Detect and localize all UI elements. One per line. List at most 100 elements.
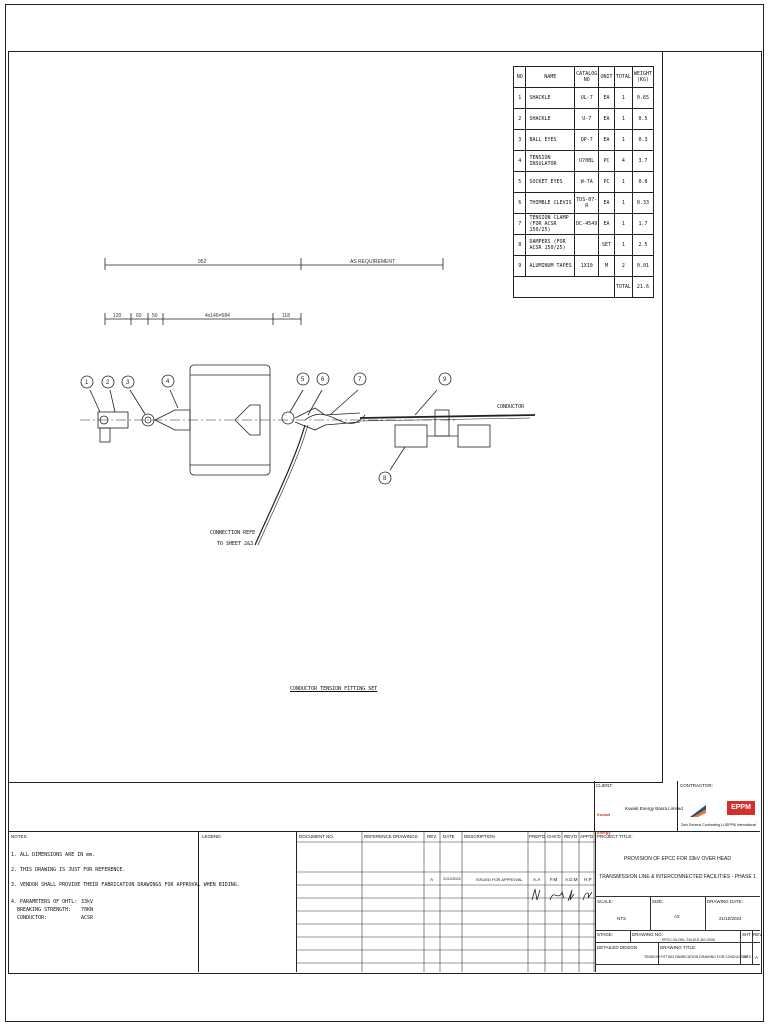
bom-cell-total: 2 — [613, 255, 633, 277]
signature-revd — [567, 889, 575, 902]
bom-cell-catalog: DC-4549 — [574, 213, 600, 235]
bom-cell-catalog: U70BL — [574, 150, 600, 172]
notes-label: NOTES: — [11, 834, 28, 839]
bom-cell-unit: EA — [598, 213, 615, 235]
project-block — [595, 831, 761, 972]
bom-cell-catalog: QP-7 — [574, 129, 600, 151]
bom-cell-name: THIMBLE CLEVIS — [525, 192, 576, 214]
balloon-3-label: 3 — [126, 380, 130, 386]
note-2: 2. THIS DRAWING IS JUST FOR REFERENCE. — [11, 867, 126, 873]
bom-cell-no: 5 — [512, 171, 527, 193]
bom-header-name: NAME — [525, 66, 576, 88]
dim-60: 60 — [136, 313, 142, 319]
rev-header-revd: REV'D — [564, 834, 578, 839]
rev-header-rev: REV. — [427, 834, 438, 839]
bom-cell-catalog: TDS-07-R — [574, 192, 600, 214]
contractor-name-1: Zain General Contracting LLC — [681, 823, 728, 827]
bom-cell-total: 1 — [613, 129, 633, 151]
size-value: A3 — [674, 914, 680, 919]
sht-label: SHT — [742, 932, 751, 937]
date-divider — [705, 896, 706, 930]
bom-cell-total: 4 — [613, 150, 633, 172]
balloon-8: 8 — [378, 471, 392, 485]
param-breaking-value: 70KN — [81, 907, 94, 913]
rev-header-desc: DESCRIPTION — [464, 834, 495, 839]
dim-as-requirement: AS REQUIREMENT — [350, 259, 395, 265]
connection-note-line1: CONNECTION REFE — [210, 530, 256, 536]
rev-row-rev: A — [430, 877, 434, 882]
sht-value: 1OF3 — [742, 955, 751, 959]
fitting-drawing: 952 AS REQUIREMENT 120 60 50 4x146=584 1… — [80, 258, 536, 546]
bom-header-unit: UNIT — [598, 66, 615, 88]
conductor-label: CONDUCTOR — [497, 404, 525, 410]
balloon-3: 3 — [121, 375, 135, 389]
sht-divider — [740, 930, 741, 964]
balloon-7: 7 — [353, 372, 367, 386]
signature-prepd — [531, 888, 541, 901]
rev-header-docno: DOCUMENT NO. — [299, 834, 335, 839]
param-conductor-value: ACSR — [81, 915, 94, 921]
balloon-1: 1 — [80, 375, 94, 389]
titleblock-divider — [8, 831, 760, 832]
rev-header-prepd: PREP'D — [529, 834, 546, 839]
design-label: DETAILED DESIGN — [597, 945, 638, 950]
dwgno-divider — [630, 930, 631, 942]
rev-row-chkd: F.M — [550, 877, 558, 882]
balloon-5: 5 — [296, 372, 310, 386]
bom-cell-weight: 0.5 — [631, 108, 655, 130]
contractor-divider — [677, 781, 678, 831]
dwgno-label: DRAWING NO: — [632, 932, 663, 937]
size-label: SIZE: — [652, 899, 664, 904]
rev-row-revd: A.D.M — [565, 877, 578, 882]
rev-row-date: 21/10/2024 — [443, 877, 461, 881]
balloon-1-label: 1 — [85, 380, 89, 386]
bom-cell-catalog: W-7A — [574, 171, 600, 193]
bom-cell-unit: EA — [598, 129, 615, 151]
page-border — [5, 4, 764, 1022]
bom-cell-weight: 0.3 — [631, 129, 655, 151]
stage-label: STAGE: — [597, 932, 614, 937]
dtitle-label: DRAWING TITLE: — [660, 945, 697, 950]
balloon-9-label: 9 — [443, 377, 447, 383]
bom-cell-unit: PC — [598, 171, 615, 193]
bom-cell-no: 7 — [512, 213, 527, 235]
project-title-row — [595, 942, 760, 943]
project-bottom-row — [595, 964, 760, 965]
rev-label: REV — [753, 932, 763, 937]
rev-header-appd: APP'D — [580, 834, 594, 839]
bom-cell-unit: EA — [598, 192, 615, 214]
bom-cell-unit: PC — [598, 150, 615, 172]
rev-header-date: DATE — [443, 834, 455, 839]
rev-header-chkd: CHK'D — [547, 834, 561, 839]
bom-cell-unit: EA — [598, 87, 615, 109]
bom-cell-no: 1 — [512, 87, 527, 109]
project-scale-row — [595, 896, 760, 897]
project-title-line2: TRANSMISSION LINE & INTERCONNECTED FACIL… — [599, 874, 756, 880]
bom-header-weight: WEIGHT (KG) — [631, 66, 655, 88]
scale-value: NTS — [617, 916, 626, 921]
drawing-area — [8, 51, 663, 783]
balloon-2-label: 2 — [106, 380, 110, 386]
legend-doc-divider — [296, 831, 297, 972]
bom-header-catalog: CATALOG NO — [574, 66, 600, 88]
client-logo-text: Kuwait Energy — [597, 812, 611, 835]
client-name: Kuwait Energy Basra Limited — [625, 806, 683, 811]
eppm-logo-text: EPPM — [731, 804, 751, 811]
bom-cell-total: 1 — [613, 87, 633, 109]
bom-cell-name: TENSION INSULATOR — [525, 150, 576, 172]
bom-cell-weight: 2.5 — [631, 234, 655, 256]
balloon-7-label: 7 — [358, 377, 362, 383]
bom-total-label: TOTAL — [613, 276, 633, 298]
bom-cell-name: TENSION CLAMP (FOR ACSR 150/25) — [525, 213, 576, 235]
bom-cell-weight: 1.7 — [631, 213, 655, 235]
bom-header-row: NO NAME CATALOG NO UNIT TOTAL WEIGHT (KG… — [512, 66, 655, 88]
bom-cell-total: 1 — [613, 213, 633, 235]
dwgno-value: EPCC-33-OHL-TW-ELE-DG-0006 — [662, 938, 715, 942]
